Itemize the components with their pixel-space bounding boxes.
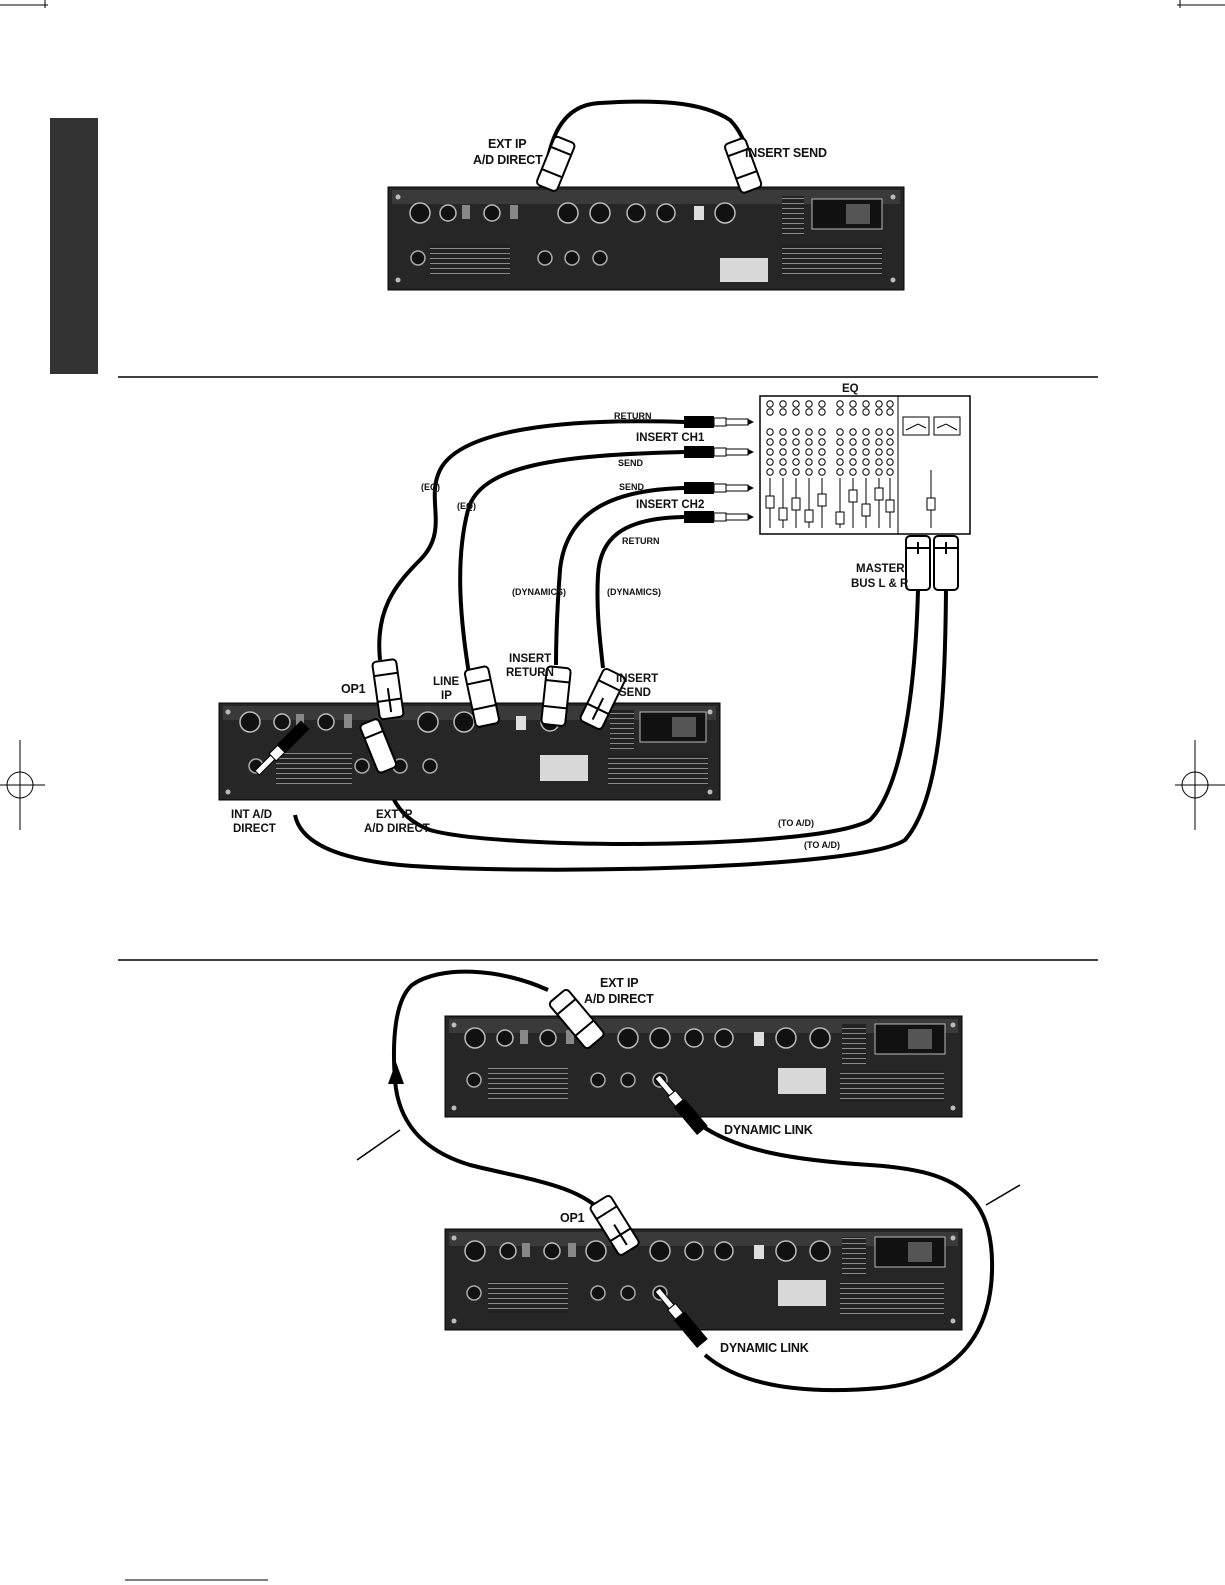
label-ext-ip: EXT IP: [600, 976, 638, 990]
label-ad-direct: A/D DIRECT: [364, 823, 430, 835]
label-eq-console: EQ: [842, 383, 859, 395]
label-master: MASTER: [856, 563, 905, 575]
registration-mark-left: [0, 740, 45, 830]
label-insert-send: INSERT SEND: [745, 146, 827, 160]
label-dynamic-link-upper: DYNAMIC LINK: [724, 1123, 813, 1137]
xlr-plug-master-r: [934, 536, 958, 590]
label-insert-return-1: INSERT: [509, 653, 551, 665]
jack-plug-return-ch2: [684, 511, 754, 523]
diagram-2: EQ: [219, 383, 970, 870]
label-direct: DIRECT: [233, 823, 276, 835]
rear-panel-unit-lower: [445, 1229, 962, 1330]
jack-plug-return-ch1: [684, 416, 754, 428]
mixing-console: [760, 396, 970, 534]
label-dynamics-2: (DYNAMICS): [607, 587, 661, 597]
label-ad-direct: A/D DIRECT: [584, 992, 654, 1006]
label-insert-ch1: INSERT CH1: [636, 432, 705, 444]
signal-direction-arrow-icon: [388, 1062, 404, 1084]
label-int-ad: INT A/D: [231, 809, 272, 821]
label-to-ad-1: (TO A/D): [778, 818, 814, 828]
label-dynamics-1: (DYNAMICS): [512, 587, 566, 597]
label-insert-send-2: SEND: [619, 687, 651, 699]
xlr-plug-master-l: [906, 536, 930, 590]
label-ext-ip: EXT IP: [488, 137, 526, 151]
label-eq-2: (EQ): [457, 501, 476, 511]
label-line: LINE: [433, 676, 460, 688]
label-insert-return-2: RETURN: [506, 667, 554, 679]
label-return-ch1: RETURN: [614, 411, 652, 421]
label-send-ch1: SEND: [618, 458, 644, 468]
chapter-tab: [50, 118, 98, 374]
label-op1: OP1: [341, 682, 366, 696]
rear-panel-unit-upper: [445, 1016, 962, 1117]
jack-plug-send-ch1: [684, 446, 754, 458]
label-op1: OP1: [560, 1211, 585, 1225]
label-return-ch2: RETURN: [622, 536, 660, 546]
label-ip: IP: [441, 690, 452, 702]
diagram-1: EXT IP A/D DIRECT INSERT SEND: [388, 102, 904, 290]
label-ext-ip: EXT IP: [376, 809, 413, 821]
label-insert-send-1: INSERT: [616, 673, 658, 685]
label-bus-l-r: BUS L & R: [851, 578, 909, 590]
diagram-3: EXT IP A/D DIRECT DYNAMIC LINK OP1 DYNAM…: [357, 972, 1020, 1391]
label-ad-direct: A/D DIRECT: [473, 153, 543, 167]
label-eq-1: (EQ): [421, 482, 440, 492]
registration-mark-right: [1175, 740, 1225, 830]
jack-plug-send-ch2: [684, 482, 754, 494]
rear-panel-unit: [219, 703, 720, 800]
label-send-ch2: SEND: [619, 482, 645, 492]
pointer-line-left: [357, 1130, 400, 1160]
label-dynamic-link-lower: DYNAMIC LINK: [720, 1341, 809, 1355]
pointer-line-right: [986, 1185, 1020, 1205]
rear-panel-unit: [388, 187, 904, 290]
label-to-ad-2: (TO A/D): [804, 840, 840, 850]
label-insert-ch2: INSERT CH2: [636, 499, 704, 511]
